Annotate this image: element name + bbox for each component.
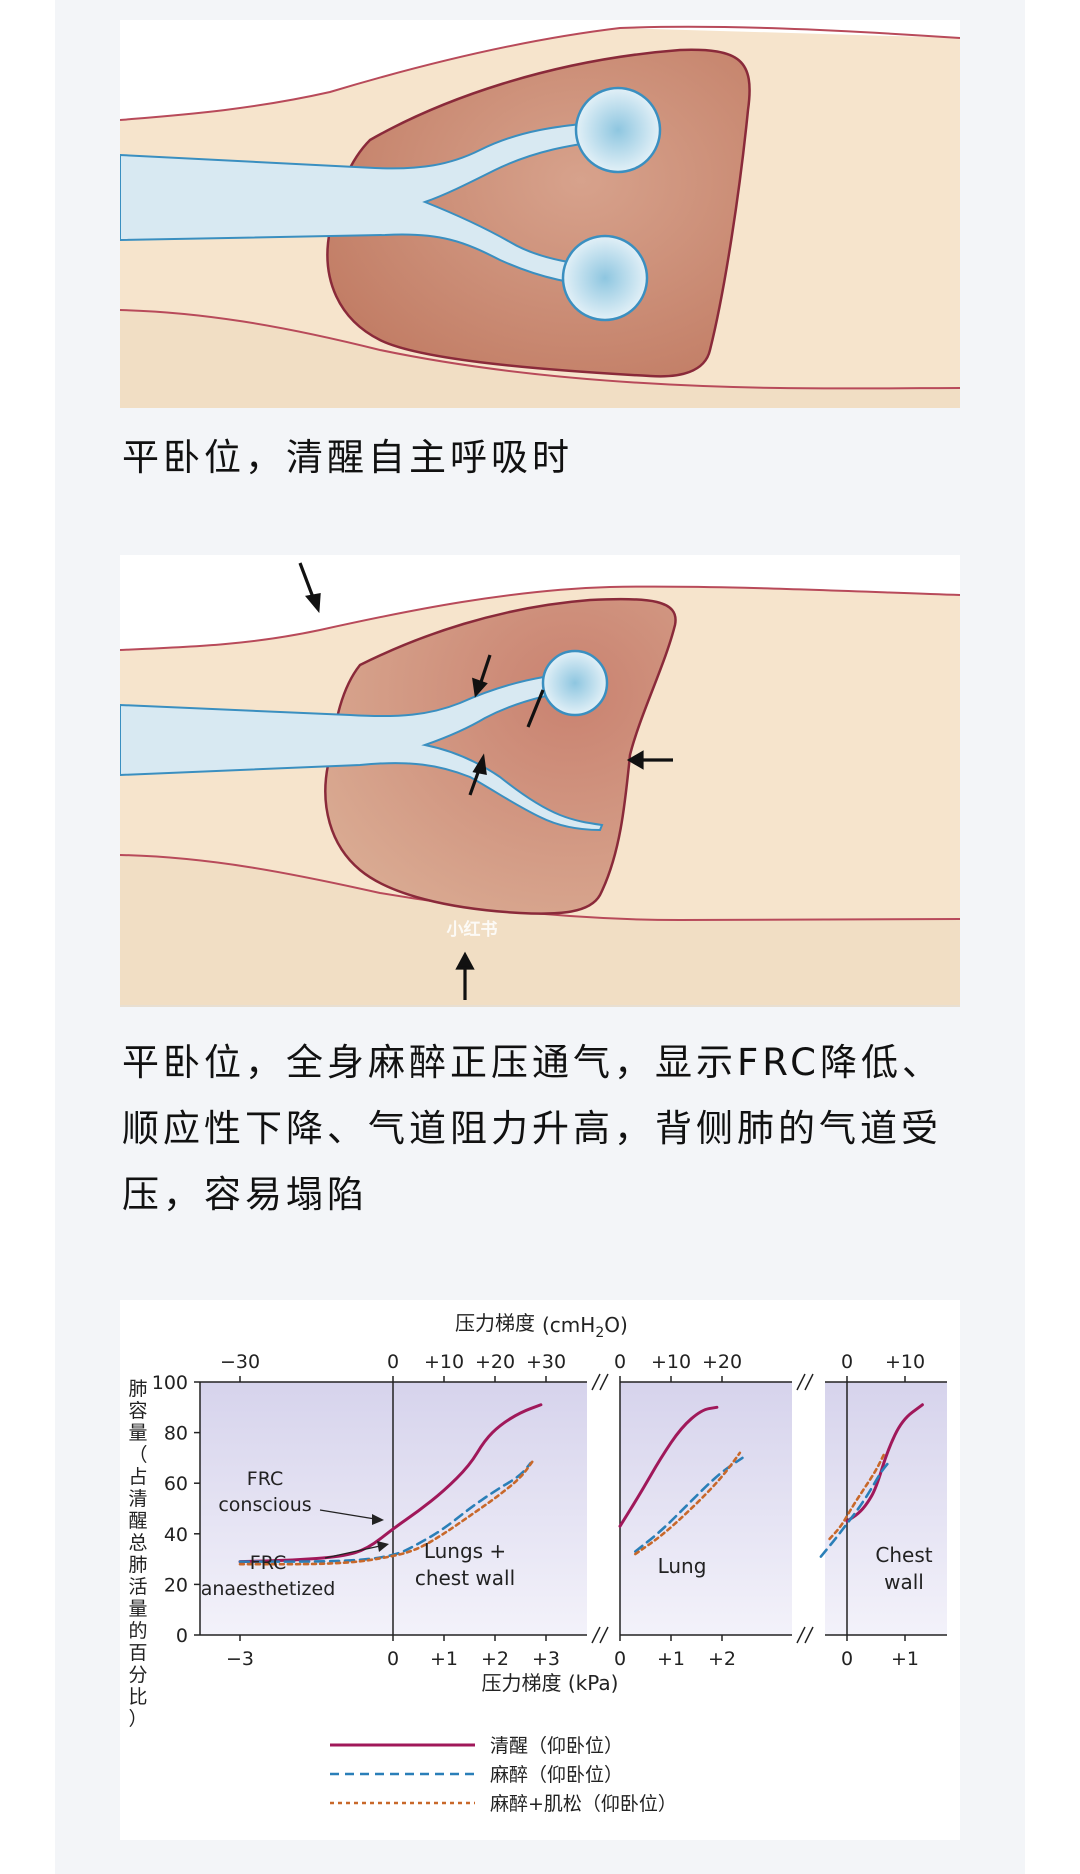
x-tick-label-bottom: 0 (841, 1648, 853, 1670)
alveolus-upper (574, 86, 662, 174)
x-tick-label-top: +10 (424, 1351, 464, 1373)
series-line-3 (828, 1451, 886, 1541)
compression-arrows (298, 562, 673, 1000)
y-axis-title-char: 总 (128, 1532, 147, 1554)
label-lung: Lung (658, 1554, 707, 1578)
x-tick-label-bottom: +3 (532, 1648, 560, 1670)
panel2-bg (620, 1382, 792, 1635)
y-axis-title-char: 百 (128, 1642, 147, 1664)
chart-legend: 清醒（仰卧位） 麻醉（仰卧位） 麻醉+肌松（仰卧位） (330, 1735, 677, 1815)
x-tick-label-top: −30 (220, 1351, 260, 1373)
top-axis-title: 压力梯度 (455, 1311, 535, 1335)
label-frc-anaesthetized-1: FRC (250, 1552, 286, 1574)
x-tick-label-top: +10 (651, 1351, 691, 1373)
x-tick-label-top: 0 (841, 1351, 853, 1373)
y-tick-label: 80 (164, 1423, 188, 1445)
y-axis-title-char: 分 (128, 1664, 147, 1686)
label-frc-anaesthetized-2: anaesthetized (201, 1578, 336, 1600)
y-tick-label: 0 (176, 1625, 188, 1647)
label-lungs-chest-wall-2: chest wall (415, 1566, 515, 1590)
x-tick-label-bottom: +1 (891, 1648, 919, 1670)
axis-breaks (591, 1373, 814, 1644)
label-frc-conscious-2: conscious (218, 1494, 311, 1516)
y-tick-label: 40 (164, 1524, 188, 1546)
x-axis-ticks: −3 −30 0 0 +1 +10 +2 +20 +3 +30 0 0 +1 +10 +2 +20 0 0 +1 +1… (220, 1351, 925, 1670)
legend-label: 麻醉（仰卧位） (490, 1764, 623, 1786)
x-tick-label-top: +30 (526, 1351, 566, 1373)
caption-awake: 平卧位，清醒自主呼吸时 (122, 436, 573, 479)
caption-anaesthesia: 平卧位，全身麻醉正压通气，显示FRC降低、顺应性下降、气道阻力升高，背侧肺的气道… (122, 1041, 943, 1216)
y-axis-title-char: 的 (128, 1620, 147, 1642)
label-lungs-chest-wall-1: Lungs + (424, 1539, 506, 1563)
y-axis-title-char: 清 (128, 1488, 147, 1510)
bottom-axis-title: 压力梯度 (kPa) (482, 1671, 619, 1695)
alveolus-lower (561, 234, 649, 322)
x-tick-label-top: +20 (475, 1351, 515, 1373)
x-tick-label-top: +10 (885, 1351, 925, 1373)
series-line-1 (238, 1403, 543, 1564)
x-tick-label-bottom: +2 (708, 1648, 736, 1670)
y-axis-title-char: 肺 (128, 1378, 147, 1400)
series-line-2 (238, 1461, 532, 1563)
watermark-text: 小红书 (447, 919, 498, 940)
y-tick-label: 60 (164, 1473, 188, 1495)
y-axis-title-char: 容 (128, 1400, 147, 1422)
x-tick-label-bottom: 0 (614, 1648, 626, 1670)
x-tick-label-top: 0 (614, 1351, 626, 1373)
y-axis-title-char: 活 (128, 1576, 147, 1598)
airway-tree (120, 118, 621, 288)
x-tick-label-bottom: −3 (226, 1648, 254, 1670)
legend-label: 麻醉+肌松（仰卧位） (490, 1793, 677, 1815)
x-tick-label-bottom: +1 (657, 1648, 685, 1670)
y-axis-title-char: 比 (128, 1686, 147, 1708)
lung-illustration-anaesthesia: 小红书 (120, 555, 960, 1007)
x-tick-label-top: +20 (702, 1351, 742, 1373)
alveolus-upper (541, 649, 609, 717)
y-axis-title-char: 量 (128, 1598, 147, 1620)
top-axis-unit: (cmH2O) (542, 1313, 628, 1341)
y-tick-label: 100 (152, 1372, 188, 1394)
panel3-bg (825, 1382, 947, 1635)
y-tick-label: 20 (164, 1574, 188, 1596)
y-axis-title-char: 占 (128, 1466, 147, 1488)
y-axis-ticks: 100 80 60 40 20 0 (152, 1372, 200, 1647)
chart-curves (238, 1403, 924, 1566)
x-tick-label-bottom: 0 (387, 1648, 399, 1670)
x-tick-label-top: 0 (387, 1351, 399, 1373)
y-axis-title-char: （ (128, 1444, 147, 1466)
label-chest-wall-1: Chest (875, 1543, 932, 1567)
legend-label: 清醒（仰卧位） (490, 1735, 623, 1757)
y-axis-title-char: 量 (128, 1422, 147, 1444)
x-tick-label-bottom: +2 (481, 1648, 509, 1670)
series-line-2 (634, 1456, 744, 1553)
x-tick-label-bottom: +1 (430, 1648, 458, 1670)
y-axis-title-char: 醒 (128, 1510, 147, 1532)
series-line-3 (238, 1459, 535, 1566)
series-line-1 (618, 1405, 719, 1528)
label-frc-conscious-1: FRC (247, 1468, 283, 1490)
label-chest-wall-2: wall (884, 1570, 924, 1594)
y-axis-title-char: ） (128, 1708, 147, 1730)
series-line-2 (819, 1459, 892, 1558)
series-line-3 (634, 1451, 742, 1556)
lung-illustration-awake (120, 20, 960, 408)
y-axis-title-char: 肺 (128, 1554, 147, 1576)
